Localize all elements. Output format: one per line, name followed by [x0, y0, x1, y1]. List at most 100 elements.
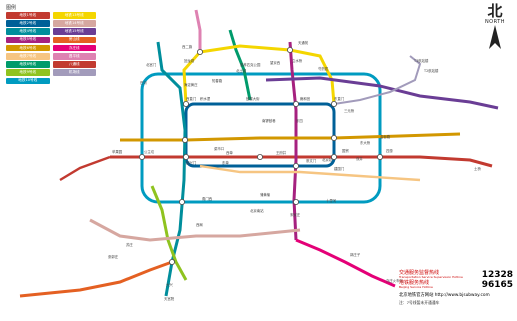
legend-item-label: 亦庄线 [68, 45, 80, 50]
transfer-station[interactable] [181, 136, 188, 143]
station-label[interactable]: 三元桥 [344, 108, 355, 113]
legend-title: 图例 [6, 5, 17, 11]
station-label[interactable]: 苏庄 [126, 242, 133, 247]
station-label[interactable]: 东单 [222, 160, 229, 165]
transfer-station[interactable] [256, 153, 263, 160]
station-label[interactable]: 北土城 [236, 68, 247, 73]
station-label[interactable]: 土桥 [474, 166, 481, 171]
transfer-station[interactable] [196, 49, 203, 56]
legend-item-label: 地铁4号线 [19, 29, 37, 34]
legend-item [53, 78, 97, 85]
station-label[interactable]: 东四 [296, 118, 303, 123]
transfer-station[interactable] [330, 134, 337, 141]
station-label[interactable]: 鼓楼大街 [246, 96, 260, 101]
transfer-station[interactable] [292, 162, 299, 169]
station-label[interactable]: 东直门 [334, 96, 345, 101]
transfer-station[interactable] [182, 101, 189, 108]
line-1 [110, 155, 493, 168]
legend-item: 地铁1号线 [6, 12, 50, 19]
station-label[interactable]: 芍药居 [318, 66, 329, 71]
station-label[interactable]: 西直门 [186, 96, 197, 101]
station-label[interactable]: 十里河 [326, 198, 337, 203]
station-label[interactable]: 天通苑 [298, 40, 309, 45]
legend-item-label: 地铁7号线 [19, 53, 37, 58]
station-label[interactable]: 西局 [196, 222, 203, 227]
station-label[interactable]: 海淀黄庄 [184, 82, 198, 87]
station-label[interactable]: 北京站 [322, 157, 333, 162]
transfer-station[interactable] [286, 47, 293, 54]
station-label[interactable]: 巴沟 [140, 80, 147, 85]
transfer-station[interactable] [182, 153, 189, 160]
station-label[interactable]: 亦庄火车站 [386, 278, 404, 283]
station-label[interactable]: T2航站楼 [423, 68, 439, 73]
station-label[interactable]: 立水桥 [292, 58, 303, 63]
station-label[interactable]: 金台路 [380, 134, 391, 139]
north-label-en: NORTH [484, 19, 506, 25]
footnote: 注：7号线暂未开通通车 [399, 300, 440, 305]
transfer-station[interactable] [292, 198, 299, 205]
station-label[interactable]: 菜市口 [214, 146, 224, 151]
hotline-row: 交通服务监督热线 Transportation Service Supervis… [399, 270, 513, 280]
legend-item-label: 地铁9号线 [19, 70, 37, 75]
website-link[interactable]: 北京地铁官方网站 http://www.bjsubway.com [399, 293, 490, 298]
station-label[interactable]: 积水潭 [200, 96, 211, 101]
legend-item-label: 机场线 [68, 70, 80, 75]
transfer-stations [138, 47, 383, 265]
station-label[interactable]: 苹果园 [112, 149, 123, 154]
station-label[interactable]: T3航站楼 [413, 58, 429, 63]
line-15 [265, 76, 499, 110]
station-label[interactable]: 崇文门 [306, 158, 317, 163]
station-label[interactable]: 南锣鼓巷 [262, 118, 276, 123]
station-label[interactable]: 北宫门 [146, 62, 157, 67]
north-arrow: 北 NORTH [478, 4, 512, 53]
transfer-station[interactable] [330, 101, 337, 108]
station-label[interactable]: 回龙观 [184, 58, 195, 63]
legend-item: 昌平线 [52, 52, 96, 60]
station-label[interactable]: 北京南站 [250, 208, 264, 213]
station-label[interactable]: 大兴 [166, 282, 173, 287]
transfer-station[interactable] [330, 153, 337, 160]
station-label[interactable]: 雍和宫 [300, 96, 311, 101]
line-14 [89, 218, 301, 242]
legend-item: 地铁6号线 [6, 44, 50, 52]
station-label[interactable]: 西单 [226, 150, 233, 155]
station-label[interactable]: 蒲黄榆 [260, 192, 271, 197]
legend-item: 地铁13号线 [52, 12, 96, 19]
station-label[interactable]: 张郭庄 [108, 254, 119, 259]
legend-item-label: 地铁15号线 [64, 29, 84, 34]
line-7 [199, 164, 421, 182]
station-label[interactable]: 郭庄子 [350, 252, 361, 257]
station-label[interactable]: 知春路 [212, 78, 223, 83]
station-label[interactable]: 国贸 [342, 148, 349, 153]
station-label[interactable]: 望京西 [270, 60, 281, 65]
station-label[interactable]: 王府井 [276, 150, 287, 155]
station-label[interactable]: 公主坟 [144, 149, 155, 154]
legend-item: 地铁10号线 [6, 77, 50, 85]
station-label[interactable]: 双井 [356, 156, 363, 161]
legend-item: 地铁8号线 [6, 61, 50, 68]
legend-item-label: 八通线 [68, 61, 80, 66]
station-label[interactable]: 建国门 [334, 166, 345, 171]
station-label[interactable]: 宋家庄 [290, 212, 301, 217]
service-row: 地铁服务热线 Beijing Service Hotline 96165 [399, 280, 513, 290]
transfer-station[interactable] [376, 153, 383, 160]
station-label[interactable]: 天宫院 [164, 296, 175, 301]
transfer-station[interactable] [292, 101, 299, 108]
service-label: 地铁服务热线 [399, 279, 430, 286]
line-8 [228, 29, 252, 101]
transfer-station[interactable] [138, 153, 145, 160]
legend-item-label: 地铁2号线 [19, 20, 37, 25]
station-label[interactable]: 复兴门 [186, 160, 197, 165]
station-label[interactable]: 西二旗 [182, 44, 193, 49]
station-label[interactable]: 奥林匹克公园 [240, 62, 261, 67]
legend-item-label: 地铁5号线 [19, 37, 37, 42]
legend-item-label: 地铁1号线 [19, 12, 37, 17]
legend-item-label: 地铁10号线 [18, 78, 38, 83]
hotline-label: 交通服务监督热线 [399, 269, 440, 276]
transfer-station[interactable] [168, 258, 175, 265]
transfer-station[interactable] [178, 198, 185, 205]
station-label[interactable]: 东大桥 [360, 140, 371, 145]
station-label[interactable]: 四惠 [386, 148, 393, 153]
station-label[interactable]: 角门西 [202, 196, 213, 201]
legend-item: 八通线 [52, 61, 96, 68]
